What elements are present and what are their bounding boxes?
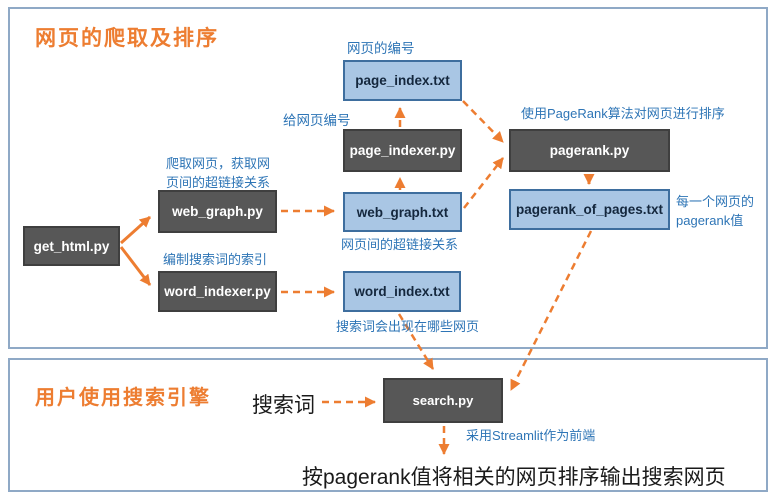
- node-web-graph-txt: web_graph.txt: [343, 192, 462, 232]
- note-streamlit-frontend: 采用Streamlit作为前端: [466, 428, 596, 443]
- label-output-result: 按pagerank值将相关的网页排序输出搜索网页: [302, 466, 726, 489]
- node-word-index-txt: word_index.txt: [343, 271, 461, 312]
- node-web-graph-py: web_graph.py: [158, 190, 277, 233]
- section-title-crawl-rank: 网页的爬取及排序: [35, 27, 219, 50]
- node-pagerank-py: pagerank.py: [509, 129, 670, 172]
- label-search-term: 搜索词: [252, 394, 315, 417]
- node-get-html-py: get_html.py: [23, 226, 120, 266]
- node-page-indexer-py: page_indexer.py: [343, 129, 462, 172]
- node-page-index-txt: page_index.txt: [343, 60, 462, 101]
- note-word-in-pages: 搜索词会出现在哪些网页: [336, 319, 480, 334]
- note-build-word-index: 编制搜索词的索引: [163, 252, 268, 267]
- note-crawl-pages: 爬取网页，获取网 页间的超链接关系: [165, 156, 270, 190]
- section-title-user-search: 用户使用搜索引擎: [35, 387, 211, 409]
- note-pagerank-value: 每一个网页的 pagerank值: [676, 194, 755, 228]
- note-hyperlink-relations: 网页间的超链接关系: [341, 237, 459, 252]
- node-search-py: search.py: [383, 378, 503, 423]
- note-pagerank-sort: 使用PageRank算法对网页进行排序: [521, 106, 725, 121]
- note-assign-page-numbers: 给网页编号: [283, 113, 351, 128]
- node-pagerank-of-pages-txt: pagerank_of_pages.txt: [509, 189, 670, 230]
- note-page-numbering: 网页的编号: [347, 41, 415, 56]
- node-word-indexer-py: word_indexer.py: [158, 271, 277, 312]
